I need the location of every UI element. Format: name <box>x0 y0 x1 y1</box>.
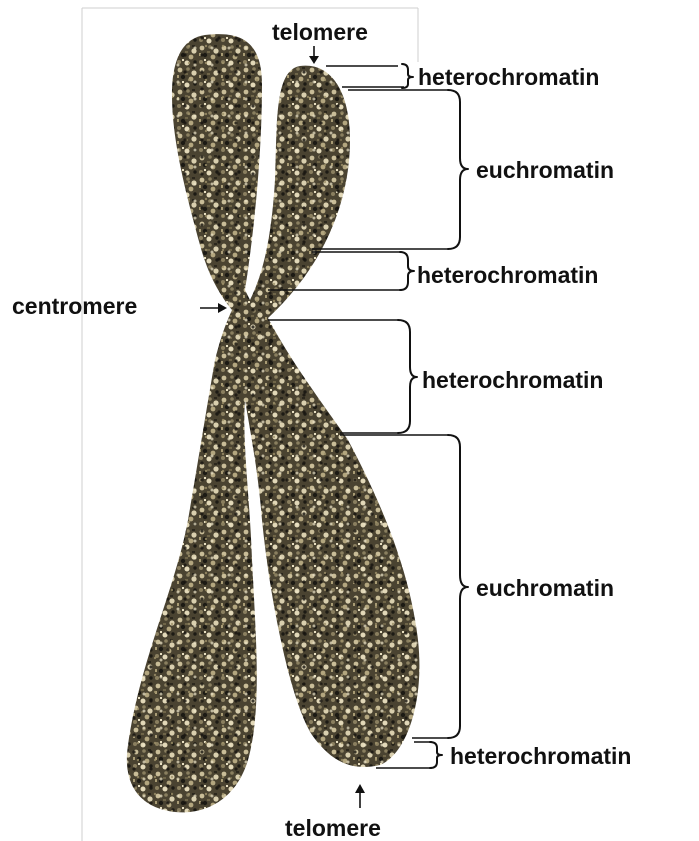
euchromatin-2-label: euchromatin <box>476 575 614 601</box>
heterochromatin-1-label: heterochromatin <box>418 64 599 90</box>
centromere-arrow <box>200 303 227 313</box>
euchromatin-1-bracket <box>448 90 468 249</box>
telomere-top-arrow <box>309 46 319 64</box>
heterochromatin-2-bracket <box>400 252 414 290</box>
chromosome <box>127 34 420 812</box>
euchromatin-1-label: euchromatin <box>476 157 614 183</box>
heterochromatin-4-bracket <box>430 742 442 768</box>
telomere-bottom-arrow <box>355 784 365 808</box>
centromere-label: centromere <box>12 293 137 319</box>
heterochromatin-4-label: heterochromatin <box>450 743 631 769</box>
heterochromatin-3-label: heterochromatin <box>422 367 603 393</box>
heterochromatin-1-bracket <box>402 64 413 88</box>
chromosome-texture-overlay <box>127 34 420 812</box>
heterochromatin-2-label: heterochromatin <box>417 262 598 288</box>
telomere-bottom-label: telomere <box>285 815 381 841</box>
euchromatin-2-bracket <box>448 435 468 738</box>
telomere-top-label: telomere <box>272 19 368 45</box>
heterochromatin-3-bracket <box>398 320 417 433</box>
